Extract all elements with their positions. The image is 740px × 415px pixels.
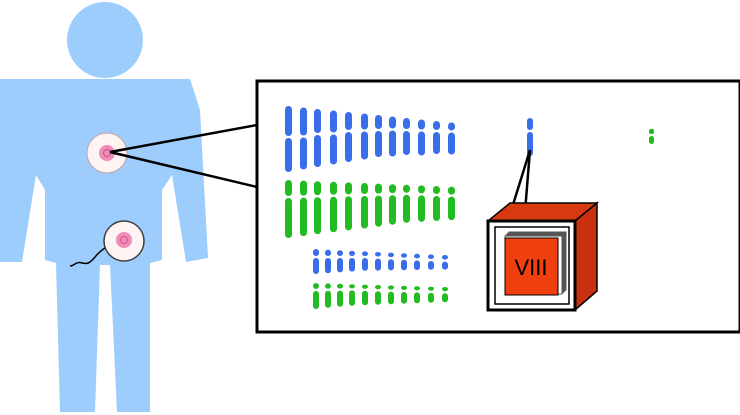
paternal-chromosome	[362, 284, 368, 306]
maternal-chromosome	[448, 122, 455, 155]
paternal-chromosome	[403, 184, 410, 223]
maternal-chromosome	[325, 249, 331, 274]
paternal-chromosome	[442, 287, 448, 303]
paternal-chromosome	[361, 183, 368, 229]
chromosome-set-bottom-paternal	[313, 283, 448, 309]
paternal-chromosome	[388, 285, 394, 305]
chromosome-set-top-maternal	[285, 106, 455, 172]
paternal-chromosome	[448, 186, 455, 221]
maternal-chromosome	[414, 253, 420, 270]
paternal-chromosome	[345, 182, 352, 231]
paternal-chromosome	[349, 284, 355, 306]
maternal-chromosome	[401, 253, 407, 271]
body-cell	[86, 132, 128, 174]
human-figure	[0, 2, 208, 412]
maternal-chromosome	[375, 115, 382, 157]
maternal-chromosome	[403, 118, 410, 155]
maternal-chromosome	[362, 251, 368, 271]
maternal-chromosome	[345, 112, 352, 162]
paternal-chromosome	[330, 181, 337, 233]
paternal-chromosome	[414, 286, 420, 304]
maternal-chromosome	[433, 121, 440, 154]
paternal-chromosome	[314, 181, 321, 235]
book-cover	[504, 237, 559, 296]
maternal-chromosome	[375, 252, 381, 271]
paternal-chromosome	[401, 285, 407, 304]
book-label: VIII	[514, 255, 547, 280]
chromosome-set-bottom-maternal	[313, 249, 448, 274]
maternal-chromosome	[330, 110, 337, 165]
chromosome-set-top-paternal	[285, 180, 455, 238]
maternal-chromosome	[300, 107, 307, 170]
encyclopedia-box: VIII	[485, 201, 600, 312]
paternal-chromosome	[325, 283, 331, 308]
box-side	[574, 201, 598, 312]
paternal-chromosome	[285, 180, 292, 238]
maternal-chromosome	[313, 249, 319, 274]
single-paternal-chromosome	[649, 129, 654, 144]
maternal-chromosome	[349, 250, 355, 272]
maternal-chromosome	[428, 254, 434, 270]
paternal-chromosome	[418, 185, 425, 222]
paternal-chromosome	[389, 184, 396, 225]
maternal-chromosome	[361, 113, 368, 160]
maternal-chromosome	[388, 252, 394, 271]
paternal-chromosome	[375, 183, 382, 227]
paternal-chromosome	[337, 283, 343, 307]
paternal-chromosome	[313, 283, 319, 309]
maternal-chromosome	[418, 119, 425, 156]
selected-chromosome	[527, 118, 533, 156]
maternal-chromosome	[285, 106, 292, 172]
sperm-cell-nucleus	[116, 232, 132, 248]
figure-head	[67, 2, 143, 78]
sperm-tail	[69, 247, 106, 267]
body-cell-nucleus	[99, 145, 115, 161]
paternal-chromosome	[433, 186, 440, 221]
paternal-chromosome	[428, 286, 434, 303]
paternal-chromosome	[375, 285, 381, 305]
zoom-line-bottom	[109, 150, 258, 189]
sperm-cell	[69, 220, 145, 267]
maternal-chromosome	[442, 255, 448, 270]
maternal-chromosome	[389, 116, 396, 157]
maternal-chromosome	[337, 250, 343, 273]
paternal-chromosome	[300, 180, 307, 237]
zoom-line-top	[109, 123, 258, 154]
maternal-chromosome	[314, 109, 321, 167]
